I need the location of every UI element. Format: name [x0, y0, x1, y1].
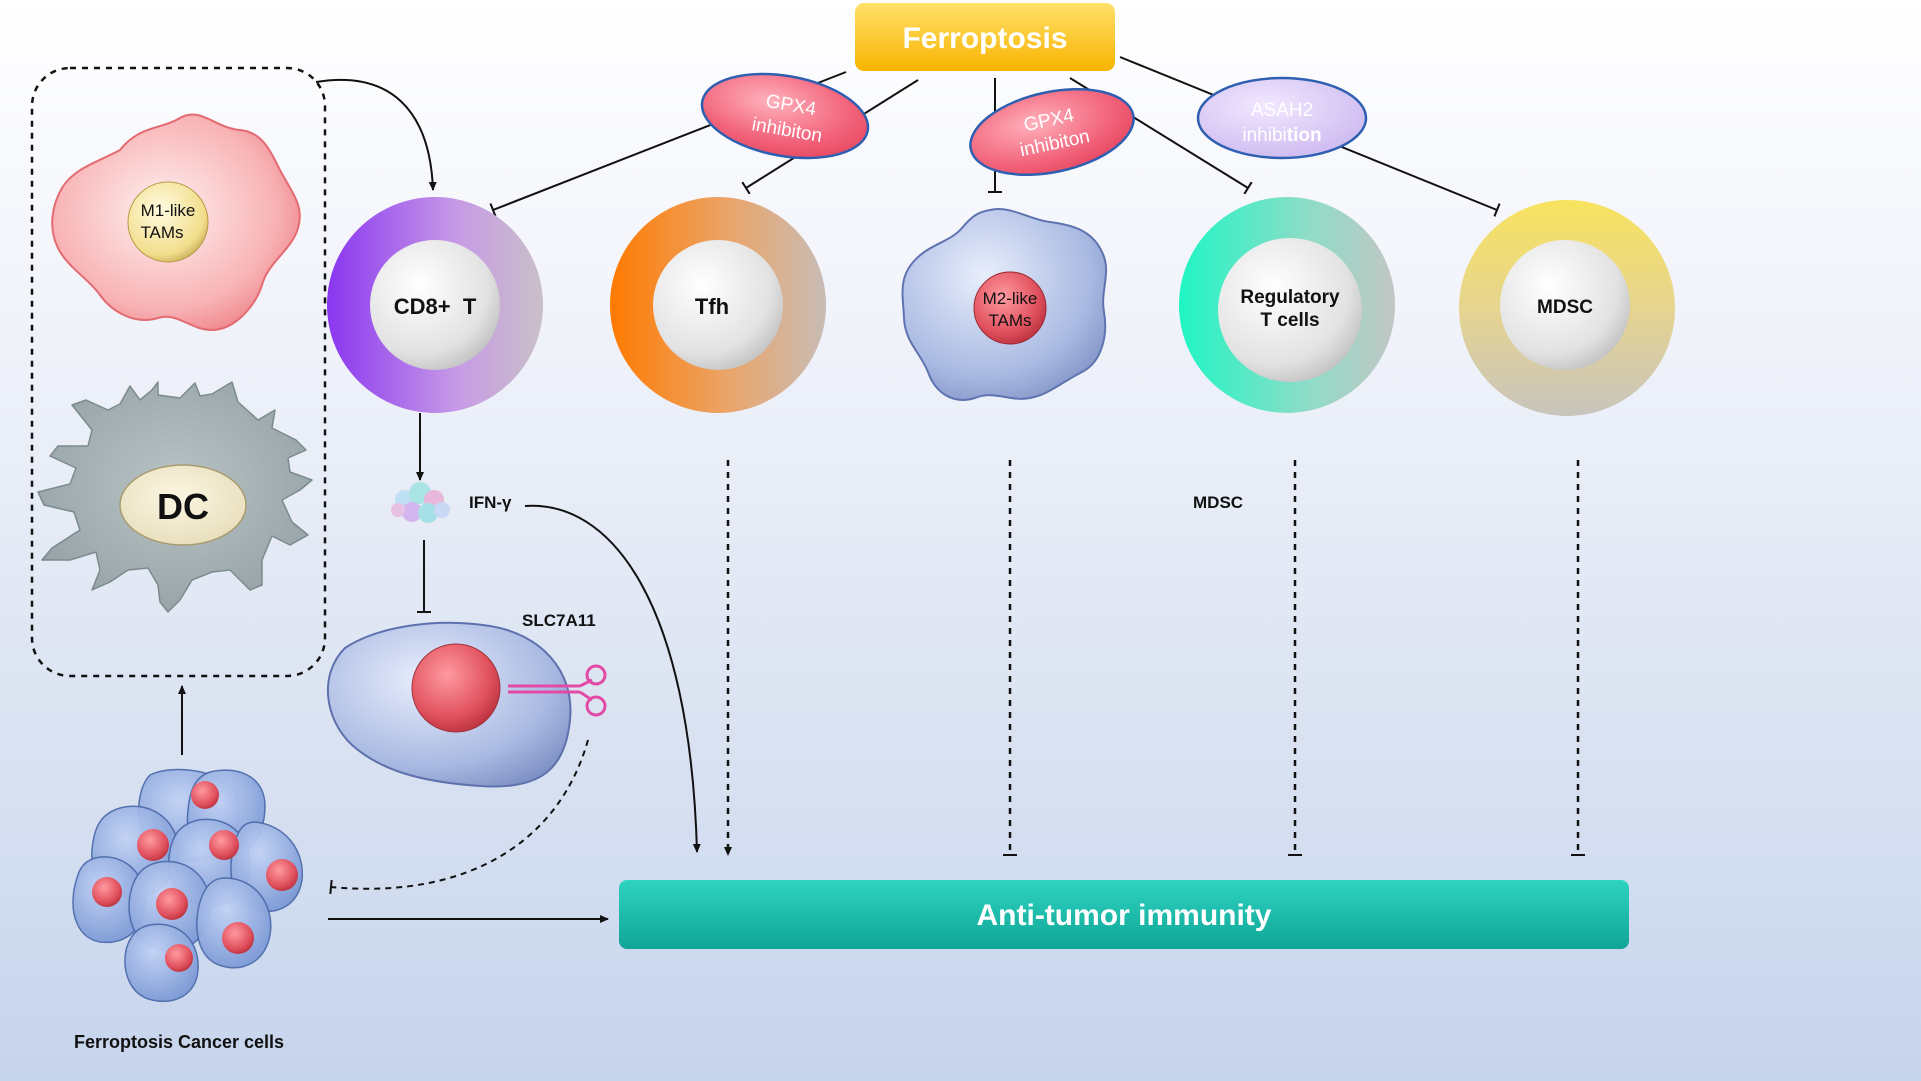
- gpx4-inhibition-badge-2: GPX4 inhibiton: [969, 87, 1135, 177]
- ifng-label: IFN-γ: [469, 493, 512, 512]
- gpx4-inhibition-badge-1: GPX4 inhibiton: [700, 72, 870, 160]
- tfh-label: Tfh: [695, 294, 729, 319]
- m1-label-line2: TAMs: [140, 223, 183, 242]
- dc-label: DC: [157, 486, 209, 527]
- treg-label-line1: Regulatory: [1240, 287, 1340, 308]
- cd8-t-cell: CD8+ T: [327, 197, 543, 413]
- antigen-presenting-panel: [30, 66, 327, 678]
- ferroptosis-box: Ferroptosis: [855, 3, 1115, 71]
- anti-tumor-immunity-box: Anti-tumor immunity: [619, 880, 1629, 949]
- ferroptosis-cancer-cells: [72, 768, 303, 1002]
- regulatory-t-cell: Regulatory T cells: [1179, 197, 1395, 413]
- asah2-label-line2-a: inhibi: [1242, 125, 1286, 146]
- m2-like-tam: M2-like TAMs: [901, 208, 1108, 401]
- m2-label-line2: TAMs: [988, 311, 1031, 330]
- ferroptosis-label: Ferroptosis: [902, 22, 1067, 55]
- mdsc-floating-label: MDSC: [1193, 493, 1243, 512]
- m1-like-tam: M1-like TAMs: [51, 113, 301, 332]
- m1-label-line1: M1-like: [141, 201, 196, 220]
- asah2-label-line2-b: tion: [1287, 125, 1322, 146]
- cancer-cells-label: Ferroptosis Cancer cells: [74, 1032, 284, 1052]
- mdsc-cell: MDSC: [1459, 200, 1675, 416]
- arrow-panel-to-cd8: [315, 78, 437, 191]
- slc7a11-transporter: [508, 664, 607, 717]
- tumor-cell: [326, 621, 607, 788]
- treg-label-line2: T cells: [1260, 310, 1319, 331]
- tfh-cell: Tfh: [610, 197, 826, 413]
- asah2-label-line1: ASAH2: [1251, 100, 1313, 121]
- cd8-label: CD8+ T: [394, 294, 477, 319]
- slc7a11-label: SLC7A11: [522, 611, 596, 630]
- anti-tumor-label: Anti-tumor immunity: [977, 899, 1272, 932]
- mdsc-label: MDSC: [1537, 297, 1593, 318]
- dashed-effect-lines: [724, 460, 1585, 856]
- asah2-label-line2: inhibition: [1242, 125, 1321, 146]
- asah2-inhibition-badge: ASAH2 inhibition: [1196, 76, 1368, 160]
- slc7a11-dashed-inhibition: [329, 739, 589, 895]
- m2-label-line1: M2-like: [983, 289, 1038, 308]
- arrow-ifng-to-anti-tumor: [524, 504, 701, 853]
- dendritic-cell: DC: [37, 381, 313, 613]
- ifng-cluster: [391, 482, 450, 523]
